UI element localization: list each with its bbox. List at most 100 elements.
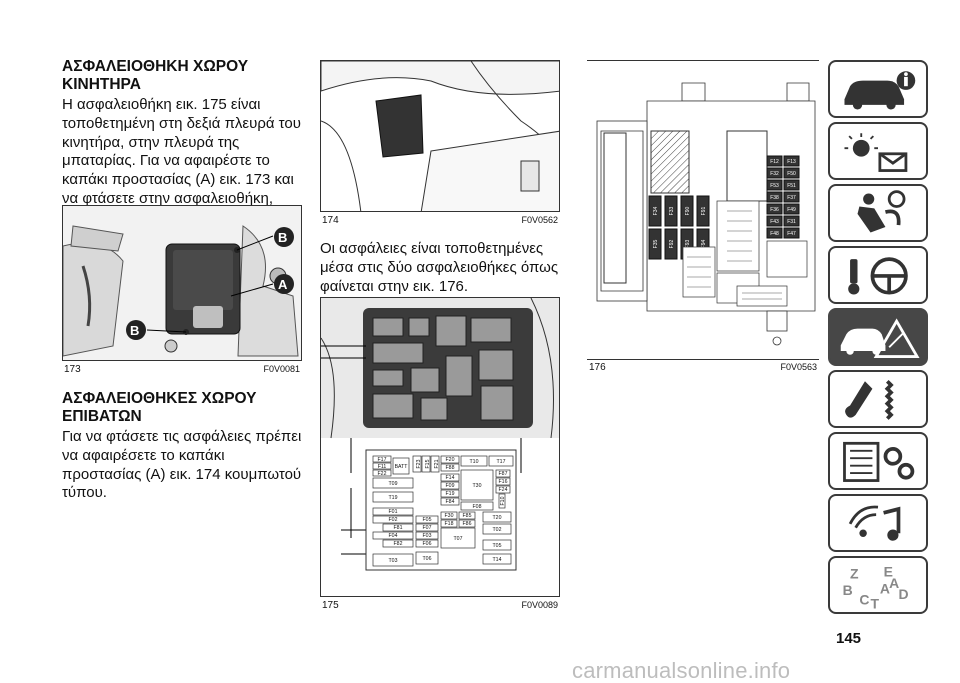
svg-text:F03: F03 [423, 533, 432, 539]
svg-text:F93: F93 [685, 239, 691, 248]
svg-text:F48: F48 [770, 231, 779, 237]
svg-text:F91: F91 [701, 206, 707, 215]
svg-text:F43: F43 [770, 219, 779, 225]
svg-text:F31: F31 [787, 219, 796, 225]
text-fuse-locations: Οι ασφάλειες είναι τοποθετημένες μέσα στ… [320, 240, 559, 295]
callout-b-bottom: B [130, 323, 140, 338]
section-title-passenger-fuse-boxes: ΑΣΦΑΛΕΙΟΘΗΚΕΣ ΧΩΡΟΥ ΕΠΙΒΑΤΩΝ [62, 390, 257, 425]
figure-176-caption: 176 F0V0563 [589, 362, 817, 373]
svg-text:F17: F17 [378, 457, 387, 463]
svg-text:F92: F92 [669, 239, 675, 248]
specs-gears-icon [843, 441, 915, 482]
svg-text:F50: F50 [787, 171, 796, 177]
svg-text:F85: F85 [463, 513, 472, 519]
svg-text:F09: F09 [446, 483, 455, 489]
svg-text:T05: T05 [493, 543, 502, 549]
svg-text:F07: F07 [423, 525, 432, 531]
svg-text:T02: T02 [493, 527, 502, 533]
svg-text:F12: F12 [770, 159, 779, 165]
svg-text:T03: T03 [389, 558, 398, 564]
svg-text:A: A [880, 580, 890, 596]
svg-text:F01: F01 [389, 509, 398, 515]
section-text-passenger-fuse-boxes: Για να φτάσετε τις ασφάλειες πρέπει να α… [62, 428, 302, 502]
callout-b-top: B [278, 230, 288, 245]
dashboard-lights-icon [844, 133, 908, 172]
airbag-seat-icon [857, 190, 906, 233]
svg-text:F08: F08 [473, 504, 482, 510]
tab-car-info[interactable] [828, 60, 928, 118]
column-1-lower: ΑΣΦΑΛΕΙΟΘΗΚΕΣ ΧΩΡΟΥ ΕΠΙΒΑΤΩΝ Για να φτάσ… [62, 390, 302, 503]
watermark: carmanualsonline.info [572, 658, 791, 683]
tab-steering-start[interactable] [828, 246, 928, 304]
svg-text:F84: F84 [446, 499, 455, 505]
svg-text:F34: F34 [653, 206, 659, 215]
svg-text:F35: F35 [653, 239, 659, 248]
svg-text:T17: T17 [497, 459, 506, 465]
tab-emergency[interactable] [828, 308, 928, 366]
svg-text:F32: F32 [770, 171, 779, 177]
svg-text:F18: F18 [445, 521, 454, 527]
tab-airbag-safety[interactable] [828, 184, 928, 242]
svg-text:F13: F13 [787, 159, 796, 165]
svg-text:F14: F14 [446, 475, 455, 481]
figure-174-passenger-fusebox [320, 60, 560, 212]
svg-text:F11: F11 [378, 464, 387, 470]
svg-text:F47: F47 [787, 231, 796, 237]
svg-text:T: T [871, 595, 880, 611]
svg-text:F90: F90 [685, 206, 691, 215]
figure-174-caption: 174 F0V0562 [322, 215, 558, 226]
svg-text:A: A [889, 575, 899, 591]
svg-text:F20: F20 [446, 457, 455, 463]
figure-175-code: F0V0089 [521, 600, 558, 610]
svg-text:F81: F81 [394, 525, 403, 531]
svg-text:T10: T10 [470, 459, 479, 465]
tab-maintenance[interactable] [828, 370, 928, 428]
callout-a: A [278, 277, 288, 292]
svg-text:F51: F51 [787, 183, 796, 189]
figure-175-caption: 175 F0V0089 [322, 600, 558, 611]
tab-dashboard-lights[interactable] [828, 122, 928, 180]
svg-text:F16: F16 [499, 479, 508, 485]
figure-176-code: F0V0563 [780, 362, 817, 372]
svg-text:F30: F30 [445, 513, 454, 519]
svg-text:F49: F49 [787, 207, 796, 213]
svg-text:F86: F86 [463, 521, 472, 527]
tab-technical-specs[interactable] [828, 432, 928, 490]
svg-text:T19: T19 [389, 495, 398, 501]
tab-multimedia[interactable] [828, 494, 928, 552]
wrench-icon [845, 379, 894, 420]
multimedia-icon [848, 505, 901, 541]
figure-174-number: 174 [322, 215, 339, 226]
svg-text:F15: F15 [425, 459, 431, 468]
svg-text:F36: F36 [770, 207, 779, 213]
figure-173-engine-fusebox-cover: B A B [62, 205, 302, 361]
svg-text:T06: T06 [423, 556, 432, 562]
figure-174-code: F0V0562 [521, 215, 558, 225]
svg-text:F05: F05 [423, 517, 432, 523]
svg-text:F24: F24 [499, 487, 508, 493]
svg-text:F21: F21 [434, 459, 440, 468]
svg-text:F38: F38 [770, 195, 779, 201]
svg-text:F87: F87 [499, 471, 508, 477]
svg-text:E: E [884, 564, 893, 580]
svg-text:F37: F37 [787, 195, 796, 201]
svg-text:F88: F88 [446, 465, 455, 471]
svg-text:BATT: BATT [395, 464, 409, 470]
svg-text:T09: T09 [389, 481, 398, 487]
svg-text:B: B [843, 582, 853, 598]
svg-text:F23: F23 [416, 459, 422, 468]
svg-text:F22: F22 [378, 471, 387, 477]
figure-173-number: 173 [64, 364, 81, 375]
svg-text:D: D [898, 586, 908, 602]
svg-text:F04: F04 [389, 533, 398, 539]
car-warning-triangle-icon [840, 318, 920, 358]
svg-text:T30: T30 [473, 483, 482, 489]
svg-text:F19: F19 [446, 491, 455, 497]
section-title-engine-fuse-box: ΑΣΦΑΛΕΙΟΘΗΚΗ ΧΩΡΟΥ ΚΙΝΗΤΗΡΑ [62, 58, 249, 93]
svg-text:F33: F33 [669, 206, 675, 215]
page-number: 145 [836, 630, 862, 647]
